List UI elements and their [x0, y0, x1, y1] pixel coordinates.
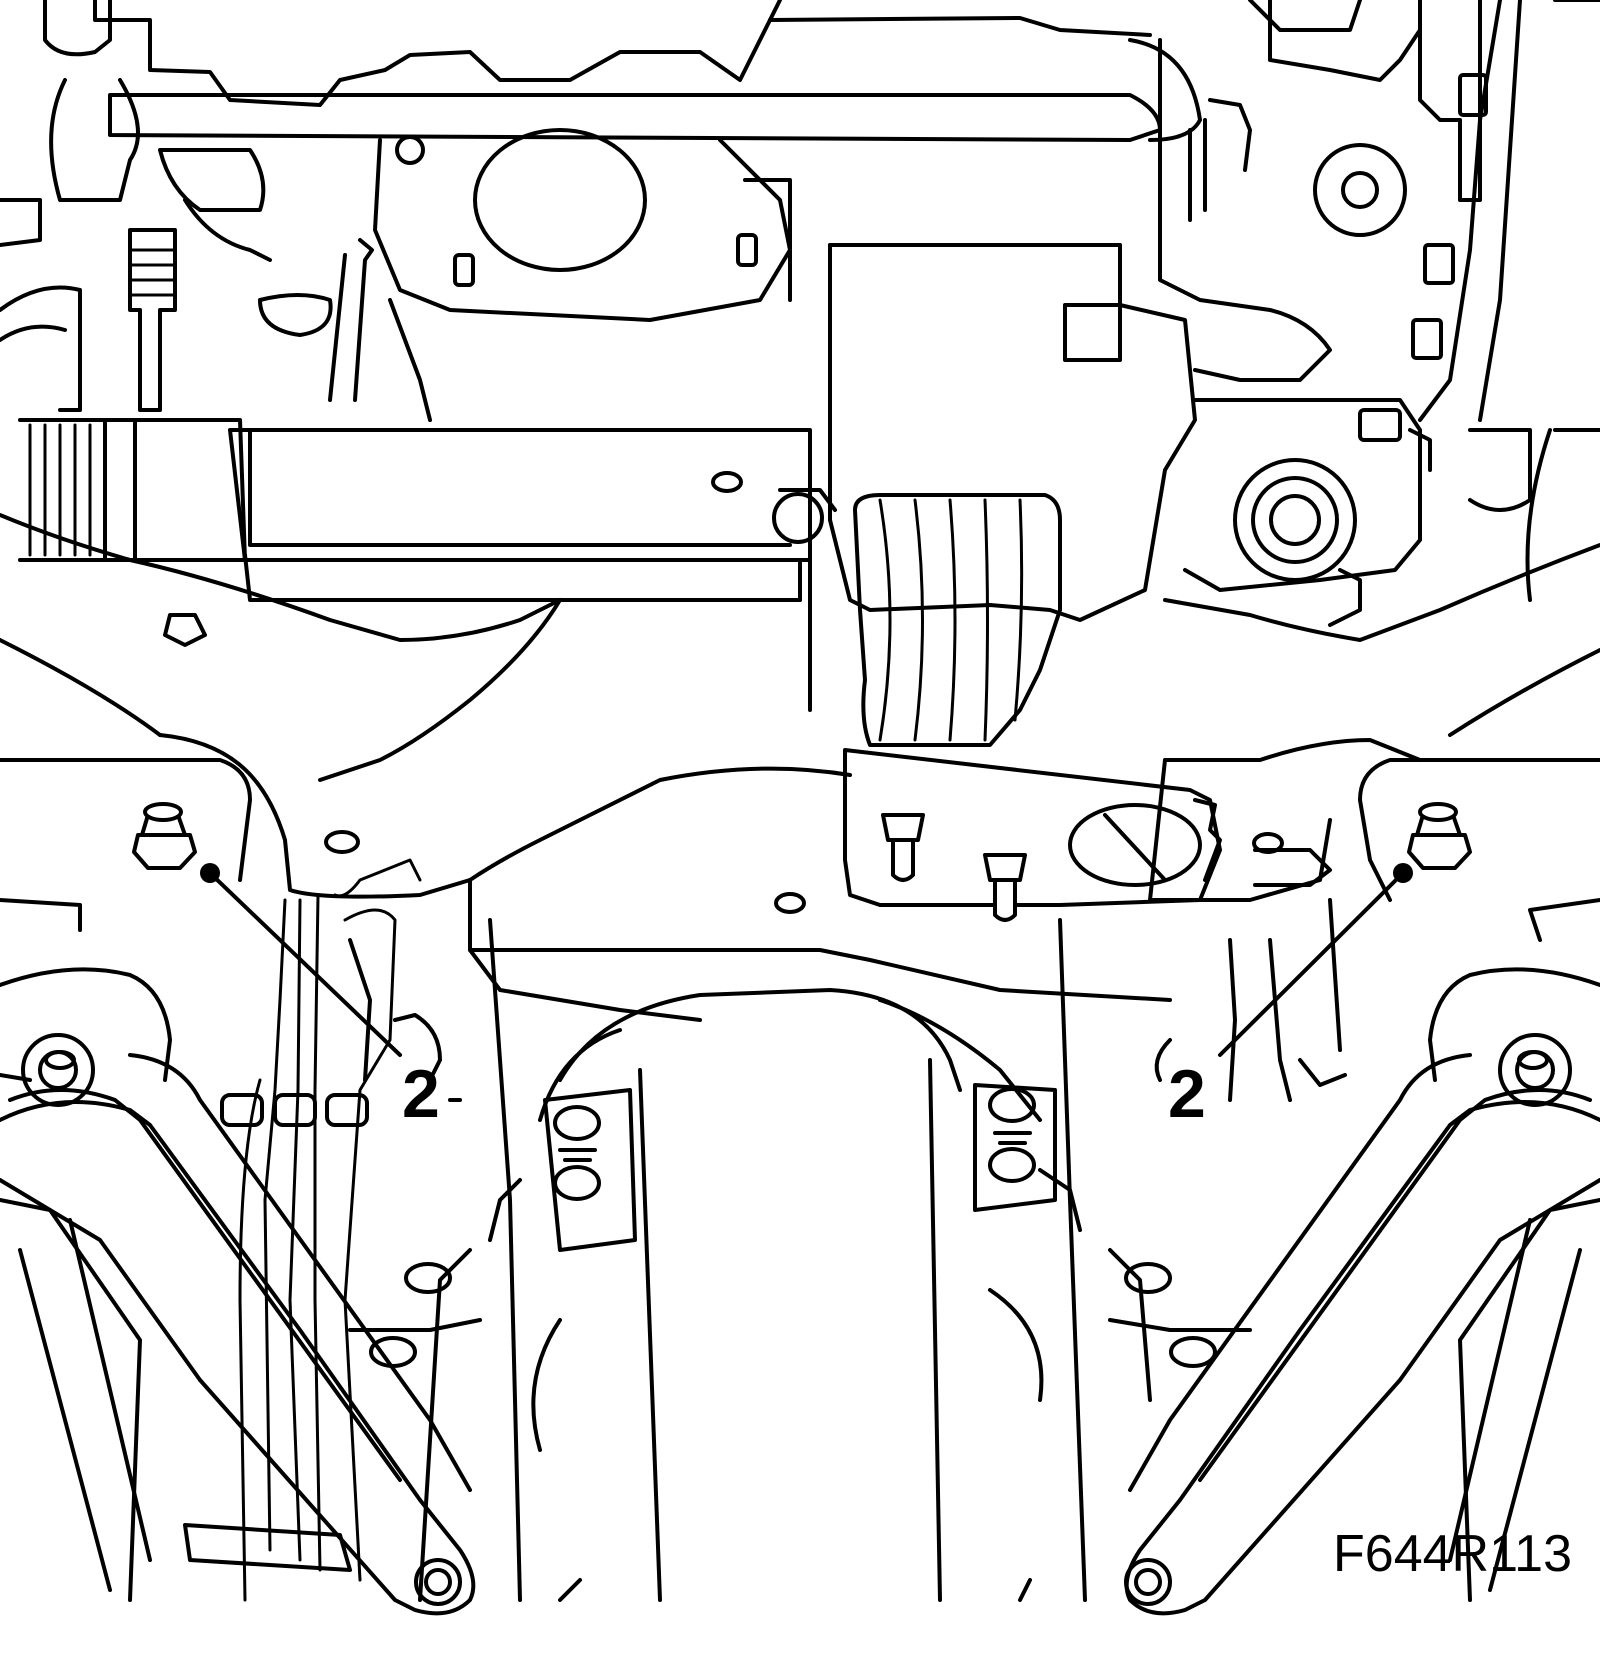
side-rails	[348, 898, 1347, 1102]
brake-lines	[183, 858, 422, 1602]
control-arm-right	[1124, 967, 1600, 1616]
engine-underside	[0, 0, 1600, 747]
callout-label-left: 2	[402, 1056, 440, 1132]
control-arm-left	[0, 967, 476, 1616]
subframe-bolt-left	[132, 802, 197, 870]
subframe-crossmember	[0, 513, 1600, 1122]
figure-reference-code: F644R113	[1333, 1525, 1572, 1583]
callout-leader-right	[1218, 863, 1413, 1057]
callout-label-right: 2	[1168, 1056, 1206, 1132]
subframe-bolt-right	[1407, 802, 1472, 870]
center-tunnel	[348, 918, 1252, 1602]
